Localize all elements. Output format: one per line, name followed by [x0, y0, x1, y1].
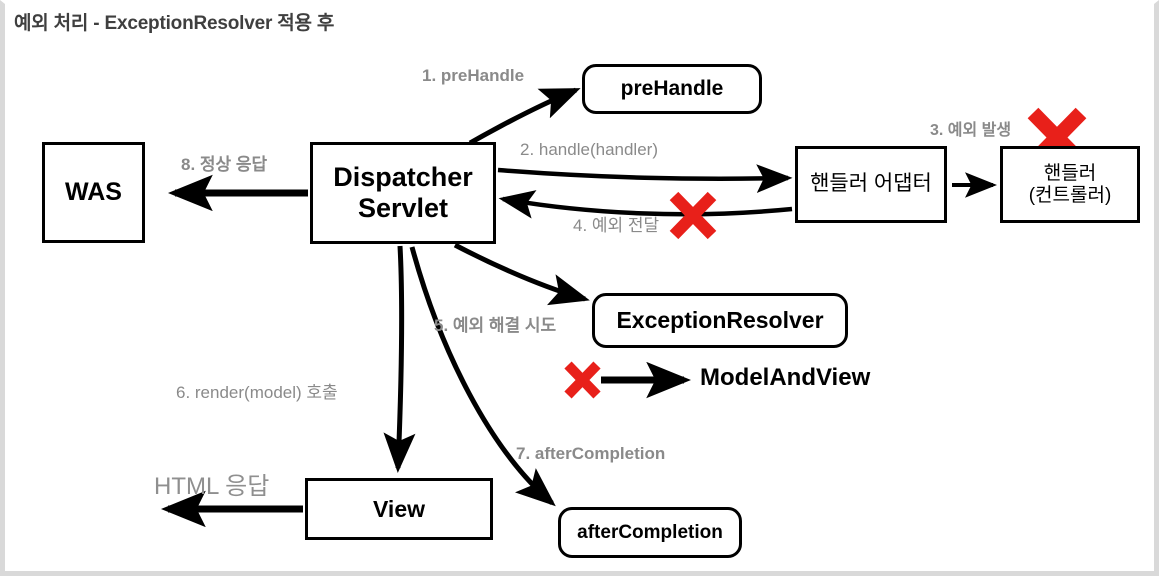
edge-label-step5: 5. 예외 해결 시도 — [434, 316, 557, 335]
edge-label-step3: 3. 예외 발생 — [930, 122, 1012, 139]
node-was-label: WAS — [65, 178, 122, 207]
node-dispatcher-servlet-label: Dispatcher Servlet — [333, 162, 473, 224]
node-view[interactable]: View — [305, 478, 493, 540]
arrow-dispatcher-to-handler-adapter — [497, 164, 793, 194]
frame-top-rule — [0, 0, 1159, 4]
node-model-and-view: ModelAndView — [700, 364, 871, 391]
node-exception-resolver-label: ExceptionResolver — [616, 307, 824, 334]
edge-label-step4: 4. 예외 전달 — [573, 216, 660, 235]
edge-label-step6: 6. render(model) 호출 — [176, 383, 338, 402]
edge-label-step7: 7. afterCompletion — [516, 444, 666, 463]
node-dispatcher-servlet[interactable]: Dispatcher Servlet — [310, 142, 496, 244]
node-handler-controller[interactable]: 핸들러 (컨트롤러) — [1000, 146, 1140, 223]
node-exception-resolver[interactable]: ExceptionResolver — [592, 293, 848, 348]
arrow-dispatcher-to-exception-resolver — [453, 242, 590, 306]
node-after-completion[interactable]: afterCompletion — [558, 507, 742, 558]
arrow-dispatcher-to-after-completion — [409, 246, 556, 507]
node-view-label: View — [373, 495, 425, 522]
edge-label-step2: 2. handle(handler) — [520, 140, 658, 159]
node-dispatcher-servlet-line2: Servlet — [357, 193, 449, 223]
node-pre-handle[interactable]: preHandle — [582, 64, 762, 114]
node-handler-adapter-label: 핸들러 어댑터 — [810, 172, 932, 196]
node-handler-controller-line2: (컨트롤러) — [1028, 184, 1112, 206]
node-after-completion-label: afterCompletion — [577, 521, 723, 543]
edge-label-step8: 8. 정상 응답 — [181, 155, 268, 174]
node-handler-adapter[interactable]: 핸들러 어댑터 — [795, 146, 947, 223]
node-pre-handle-label: preHandle — [620, 76, 724, 100]
node-dispatcher-servlet-line1: Dispatcher — [333, 161, 473, 192]
arrow-dispatcher-to-view — [383, 245, 416, 473]
x-mark-exception-propagation — [669, 191, 717, 240]
node-handler-controller-line1: 핸들러 — [1043, 162, 1097, 184]
arrow-dispatcher-to-prehandle — [468, 87, 581, 146]
edge-label-step1: 1. preHandle — [422, 66, 525, 85]
edge-label-html-response: HTML 응답 — [154, 473, 270, 500]
x-mark-model-and-view — [564, 361, 601, 399]
page-title: 예외 처리 - ExceptionResolver 적용 후 — [14, 13, 335, 34]
node-was[interactable]: WAS — [42, 142, 145, 243]
node-handler-controller-label: 핸들러 (컨트롤러) — [1029, 163, 1112, 207]
